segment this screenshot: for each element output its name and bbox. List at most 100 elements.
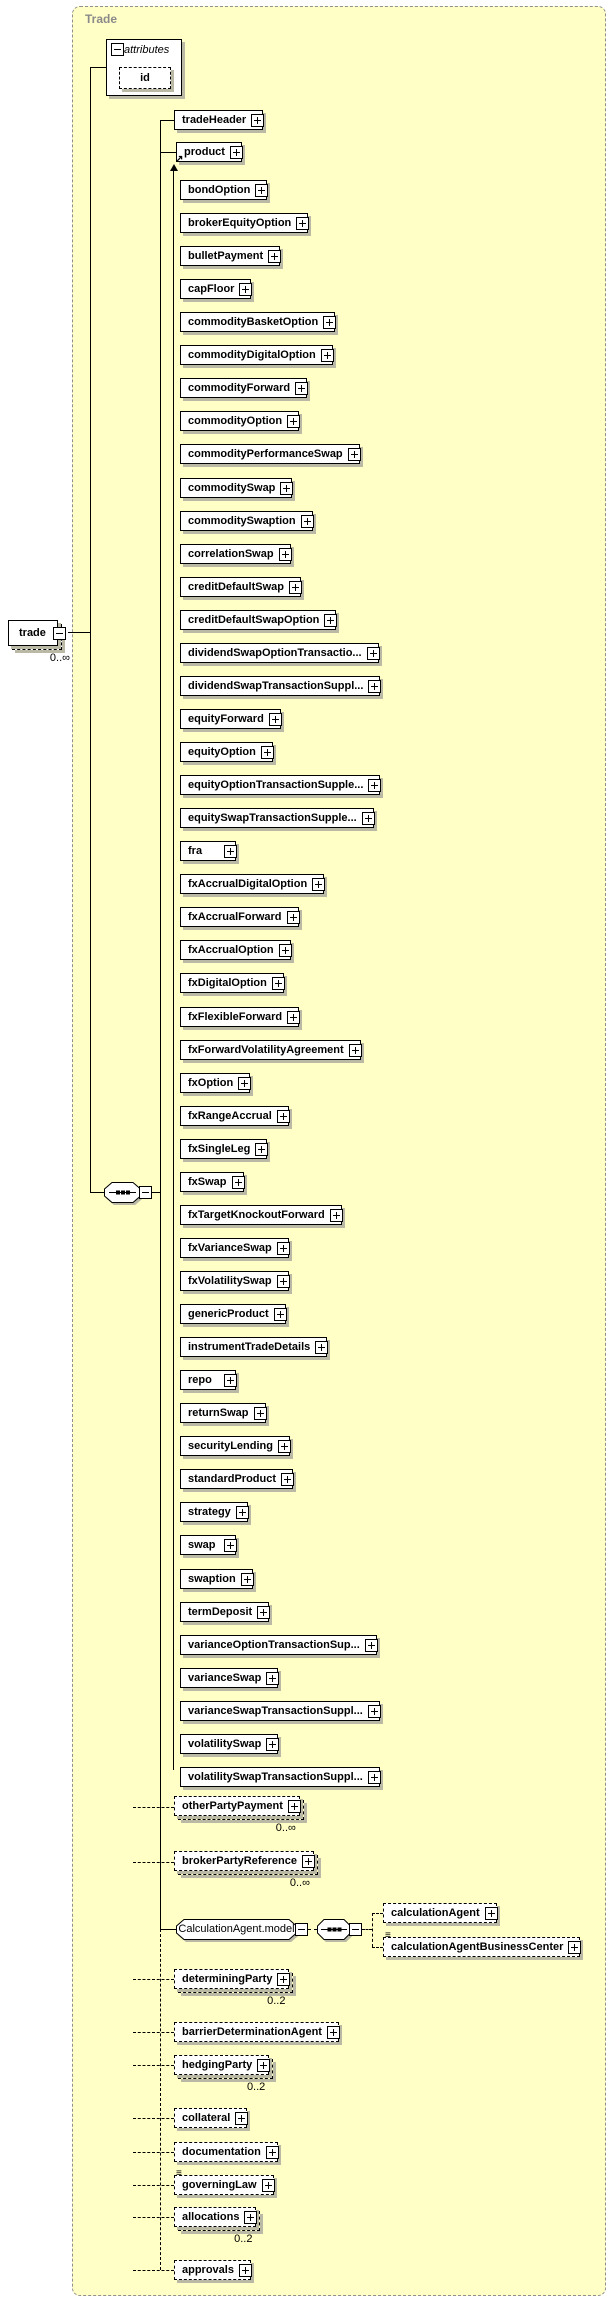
element-box[interactable]: ≡ ↗ collateral	[174, 2108, 249, 2128]
element-box[interactable]: ≡ ↗ equityOption	[180, 742, 274, 762]
expand-icon[interactable]	[364, 1638, 378, 1652]
element-box[interactable]: ≡ ↗ commodityPerformanceSwap	[180, 444, 361, 464]
expand-icon[interactable]	[244, 2210, 258, 2224]
expand-icon[interactable]	[288, 580, 302, 594]
element-box[interactable]: ≡ ↗ correlationSwap	[180, 544, 292, 564]
expand-icon[interactable]	[280, 481, 294, 495]
element-box[interactable]: ≡ ↗ instrumentTradeDetails	[180, 1337, 329, 1357]
element-box[interactable]: ≡ ↗ repo	[180, 1370, 237, 1390]
element-box[interactable]: ≡ ↗ equityOptionTransactionSupple...	[180, 775, 382, 795]
element-box[interactable]: ≡ ↗ determiningParty	[174, 1969, 291, 1989]
element-box[interactable]: ≡ ↗ varianceSwapTransactionSuppl...	[180, 1701, 381, 1721]
element-box[interactable]: ≡ ↗ fxSwap	[180, 1172, 245, 1192]
element-box[interactable]: ≡ ↗ product	[175, 142, 243, 165]
expand-icon[interactable]	[361, 811, 375, 825]
expand-icon[interactable]	[266, 1737, 280, 1751]
expand-icon[interactable]	[287, 414, 301, 428]
expand-icon[interactable]	[368, 679, 382, 693]
element-box[interactable]: ≡ ↗ dividendSwapOptionTransactio...	[180, 643, 380, 663]
model-group-calculation-agent[interactable]: CalculationAgent.model	[176, 1919, 308, 1940]
element-box[interactable]: ≡ ↗ fxOption	[180, 1073, 252, 1093]
sequence-compositor-icon[interactable]	[104, 1182, 152, 1203]
collapse-icon[interactable]	[295, 1923, 308, 1936]
element-box[interactable]: ≡ ↗ brokerEquityOption	[180, 213, 310, 233]
expand-icon[interactable]	[329, 1208, 343, 1222]
expand-icon[interactable]	[265, 2145, 279, 2159]
element-box[interactable]: ≡ ↗ returnSwap	[180, 1403, 267, 1423]
element-box[interactable]: ≡ ↗ standardProduct	[180, 1469, 295, 1489]
expand-icon[interactable]	[347, 447, 361, 461]
element-box[interactable]: ≡ ↗ equitySwapTransactionSupple...	[180, 808, 375, 828]
element-box[interactable]: ≡ ↗ fxForwardVolatilityAgreement	[180, 1040, 362, 1060]
expand-icon[interactable]	[287, 1799, 301, 1813]
expand-icon[interactable]	[568, 1940, 582, 1954]
element-box[interactable]: trade	[8, 620, 66, 646]
collapse-icon[interactable]	[111, 43, 124, 56]
element-box[interactable]: ≡ ↗ fxAccrualOption	[180, 940, 292, 960]
expand-icon[interactable]	[268, 249, 282, 263]
element-box[interactable]: ≡ ↗ genericProduct	[180, 1304, 287, 1324]
element-box[interactable]: ≡ ↗ equityForward	[180, 709, 282, 729]
expand-icon[interactable]	[276, 1241, 290, 1255]
expand-icon[interactable]	[260, 745, 274, 759]
expand-icon[interactable]	[276, 1109, 290, 1123]
expand-icon[interactable]	[268, 712, 282, 726]
element-box[interactable]: ≡ ↗ commoditySwap	[180, 478, 294, 498]
element-box[interactable]: ≡ ↗ fxVarianceSwap	[180, 1238, 290, 1258]
element-box[interactable]: ≡ ↗ fxFlexibleForward	[180, 1007, 301, 1027]
element-box[interactable]: ≡ ↗ varianceSwap	[180, 1668, 280, 1688]
expand-icon[interactable]	[300, 514, 314, 528]
expand-icon[interactable]	[315, 1340, 329, 1354]
element-box[interactable]: ≡ ↗ fxSingleLeg	[180, 1139, 269, 1159]
expand-icon[interactable]	[276, 1274, 290, 1288]
expand-icon[interactable]	[278, 943, 292, 957]
expand-icon[interactable]	[281, 1472, 295, 1486]
expand-icon[interactable]	[257, 2058, 271, 2072]
expand-icon[interactable]	[261, 2178, 275, 2192]
element-box[interactable]: ≡ ↗ commodityOption	[180, 411, 301, 431]
expand-icon[interactable]	[312, 877, 326, 891]
element-box[interactable]: ≡ ↗ brokerPartyReference	[174, 1851, 315, 1871]
element-box[interactable]: ≡ ↗ fxDigitalOption	[180, 973, 285, 993]
element-box[interactable]: ≡ ↗ securityLending	[180, 1436, 291, 1456]
collapse-icon[interactable]	[349, 1923, 362, 1936]
expand-icon[interactable]	[484, 1906, 498, 1920]
element-box[interactable]: ≡ ↗ bondOption	[180, 180, 269, 200]
element-box[interactable]: ≡ ↗ dividendSwapTransactionSuppl...	[180, 676, 382, 696]
element-box[interactable]: ≡ ↗ fxRangeAccrual	[180, 1106, 290, 1126]
element-box[interactable]: ≡ ↗ fxAccrualForward	[180, 907, 300, 927]
expand-icon[interactable]	[286, 910, 300, 924]
expand-icon[interactable]	[224, 1538, 237, 1552]
expand-icon[interactable]	[255, 1142, 269, 1156]
element-box[interactable]: ≡ ↗ otherPartyPayment	[174, 1796, 301, 1816]
element-box[interactable]: ≡ ↗ calculationAgentBusinessCenter	[383, 1930, 582, 1957]
element-box[interactable]: ≡ ↗ varianceOptionTransactionSup...	[180, 1635, 378, 1655]
element-box[interactable]: ≡ ↗ documentation	[174, 2142, 279, 2162]
collapse-icon[interactable]	[53, 627, 66, 640]
expand-icon[interactable]	[366, 646, 380, 660]
element-box[interactable]: ≡ ↗ hedgingParty	[174, 2055, 271, 2075]
expand-icon[interactable]	[255, 183, 269, 197]
element-box[interactable]: ≡ ↗ creditDefaultSwap	[180, 577, 302, 597]
element-box[interactable]: ≡ ↗ creditDefaultSwapOption	[180, 610, 338, 630]
expand-icon[interactable]	[278, 547, 292, 561]
expand-icon[interactable]	[320, 348, 334, 362]
expand-icon[interactable]	[240, 1572, 254, 1586]
expand-icon[interactable]	[287, 1010, 301, 1024]
expand-icon[interactable]	[295, 381, 309, 395]
expand-icon[interactable]	[238, 2263, 252, 2277]
expand-icon[interactable]	[323, 315, 337, 329]
element-box[interactable]: ≡ ↗ approvals	[174, 2260, 252, 2280]
element-box[interactable]: ≡ ↗ swaption	[180, 1569, 254, 1589]
element-box[interactable]: ≡ ↗ commoditySwaption	[180, 511, 314, 531]
expand-icon[interactable]	[257, 1605, 271, 1619]
element-box[interactable]: ≡ ↗ fxAccrualDigitalOption	[180, 874, 326, 894]
expand-icon[interactable]	[271, 976, 285, 990]
element-box[interactable]: ≡ ↗ strategy	[180, 1502, 249, 1522]
element-box[interactable]: ≡ ↗ capFloor	[180, 279, 253, 299]
expand-icon[interactable]	[235, 1505, 249, 1519]
element-box[interactable]: ≡ ↗ termDeposit	[180, 1602, 271, 1622]
expand-icon[interactable]	[277, 1439, 291, 1453]
expand-icon[interactable]	[251, 113, 265, 127]
expand-icon[interactable]	[229, 145, 243, 159]
